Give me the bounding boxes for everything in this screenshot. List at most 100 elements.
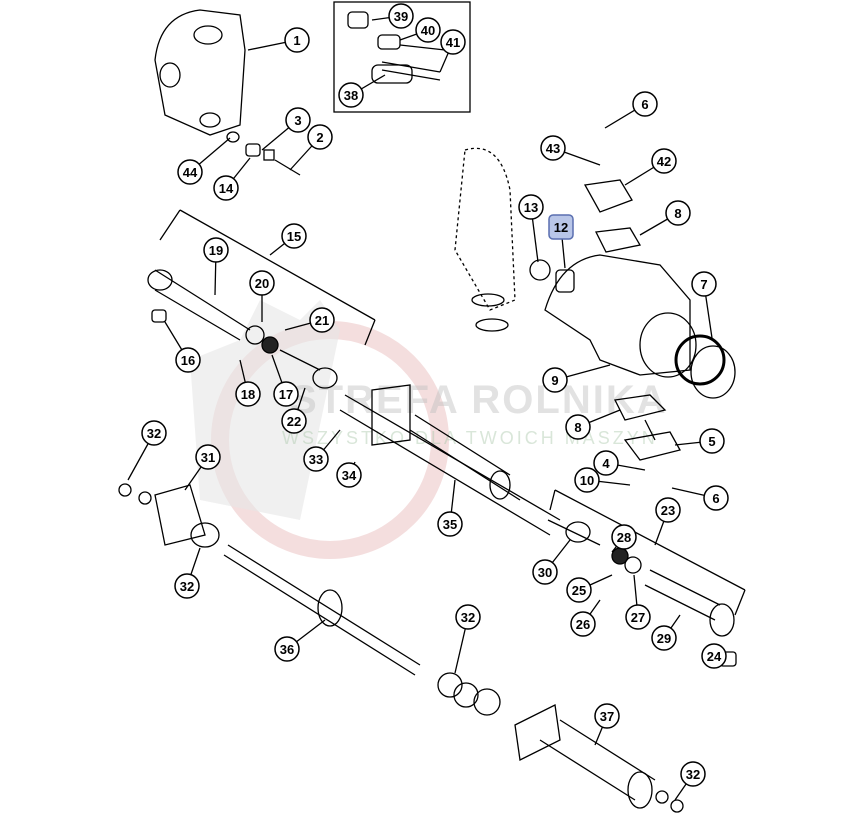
callout-36: 36 xyxy=(274,619,326,662)
callout-circle xyxy=(680,761,706,787)
callout-circle xyxy=(570,611,596,637)
callout-number: 10 xyxy=(580,473,594,488)
callout-number: 39 xyxy=(394,9,408,24)
callout-circle xyxy=(338,82,364,108)
callout-number: 36 xyxy=(280,642,294,657)
callout-9: 9 xyxy=(542,364,611,393)
callout-circle xyxy=(273,381,299,407)
callout-number: 13 xyxy=(524,200,538,215)
callout-38: 38 xyxy=(338,74,386,108)
callout-circle xyxy=(285,107,311,133)
callout-32: 32 xyxy=(454,604,481,674)
callout-44: 44 xyxy=(177,137,231,185)
callout-circle xyxy=(651,148,677,174)
callout-number: 34 xyxy=(342,468,357,483)
callout-number: 12 xyxy=(554,220,568,235)
callout-19: 19 xyxy=(203,237,229,296)
callout-8: 8 xyxy=(565,409,621,440)
callout-circle xyxy=(655,497,681,523)
callout-circle xyxy=(565,414,591,440)
bracket-15 xyxy=(159,209,376,346)
callout-number: 29 xyxy=(657,631,671,646)
callout-circle xyxy=(566,577,592,603)
callout-number: 23 xyxy=(661,503,675,518)
callout-13: 13 xyxy=(518,194,544,263)
callout-21: 21 xyxy=(284,307,335,333)
callout-number: 31 xyxy=(201,450,215,465)
callout-39: 39 xyxy=(371,3,414,29)
callout-number: 28 xyxy=(617,530,631,545)
callout-circle xyxy=(235,381,261,407)
callout-circle xyxy=(548,214,574,240)
callout-32: 32 xyxy=(127,420,167,481)
callout-circle xyxy=(574,467,600,493)
callout-number: 37 xyxy=(600,709,614,724)
callout-circle xyxy=(336,462,362,488)
callout-22: 22 xyxy=(281,387,307,434)
callout-6: 6 xyxy=(604,91,658,129)
callout-circle xyxy=(542,367,568,393)
callout-number: 21 xyxy=(315,313,329,328)
callout-7: 7 xyxy=(691,271,717,339)
callout-number: 35 xyxy=(443,517,457,532)
callout-number: 30 xyxy=(538,565,552,580)
callout-circle xyxy=(665,200,691,226)
callout-number: 3 xyxy=(294,113,301,128)
callout-circle xyxy=(625,604,651,630)
callout-number: 20 xyxy=(255,276,269,291)
callout-16: 16 xyxy=(164,321,201,373)
callout-number: 44 xyxy=(183,165,198,180)
callout-24: 24 xyxy=(701,643,727,669)
callout-circle xyxy=(307,124,333,150)
callout-1: 1 xyxy=(247,27,310,53)
callout-circle xyxy=(141,420,167,446)
callout-number: 40 xyxy=(421,23,435,38)
callout-circle xyxy=(540,135,566,161)
callout-number: 2 xyxy=(316,130,323,145)
callout-number: 5 xyxy=(708,434,715,449)
callout-circle xyxy=(281,223,307,249)
callout-circle xyxy=(437,511,463,537)
callout-circle xyxy=(691,271,717,297)
part-steering-knuckle-9 xyxy=(544,254,691,376)
bracket-23 xyxy=(549,489,746,616)
callout-circle xyxy=(213,175,239,201)
callout-32: 32 xyxy=(174,547,201,599)
callout-circle xyxy=(284,27,310,53)
callout-31: 31 xyxy=(184,444,221,491)
callout-14: 14 xyxy=(213,157,251,201)
callout-6: 6 xyxy=(671,485,729,511)
callout-circle xyxy=(281,408,307,434)
callout-number: 15 xyxy=(287,229,301,244)
callout-circle xyxy=(415,17,441,43)
callout-number: 8 xyxy=(574,420,581,435)
callout-circle xyxy=(611,524,637,550)
callout-circle xyxy=(203,237,229,263)
callout-28: 28 xyxy=(611,524,637,553)
callout-circle xyxy=(303,446,329,472)
callout-32: 32 xyxy=(674,761,706,801)
callout-circle xyxy=(518,194,544,220)
callout-42: 42 xyxy=(624,148,677,186)
callout-40: 40 xyxy=(399,17,441,43)
callout-18: 18 xyxy=(235,359,261,407)
callout-34: 34 xyxy=(336,461,362,488)
callout-number: 32 xyxy=(180,579,194,594)
callout-20: 20 xyxy=(249,270,275,322)
callout-number: 6 xyxy=(641,97,648,112)
callout-number: 41 xyxy=(446,35,460,50)
callout-15: 15 xyxy=(269,223,307,256)
watermark-tagline: WSZYSTKO DLA TWOICH MASZYN xyxy=(282,428,658,448)
callout-circle xyxy=(593,450,619,476)
callout-33: 33 xyxy=(303,429,341,472)
callout-17: 17 xyxy=(271,354,299,407)
callout-circle xyxy=(699,428,725,454)
callout-30: 30 xyxy=(532,539,571,585)
callout-27: 27 xyxy=(625,574,651,630)
callout-26: 26 xyxy=(570,599,601,637)
callout-circle xyxy=(632,91,658,117)
callout-number: 32 xyxy=(461,610,475,625)
callout-number: 22 xyxy=(287,414,301,429)
callout-circle xyxy=(440,29,466,55)
